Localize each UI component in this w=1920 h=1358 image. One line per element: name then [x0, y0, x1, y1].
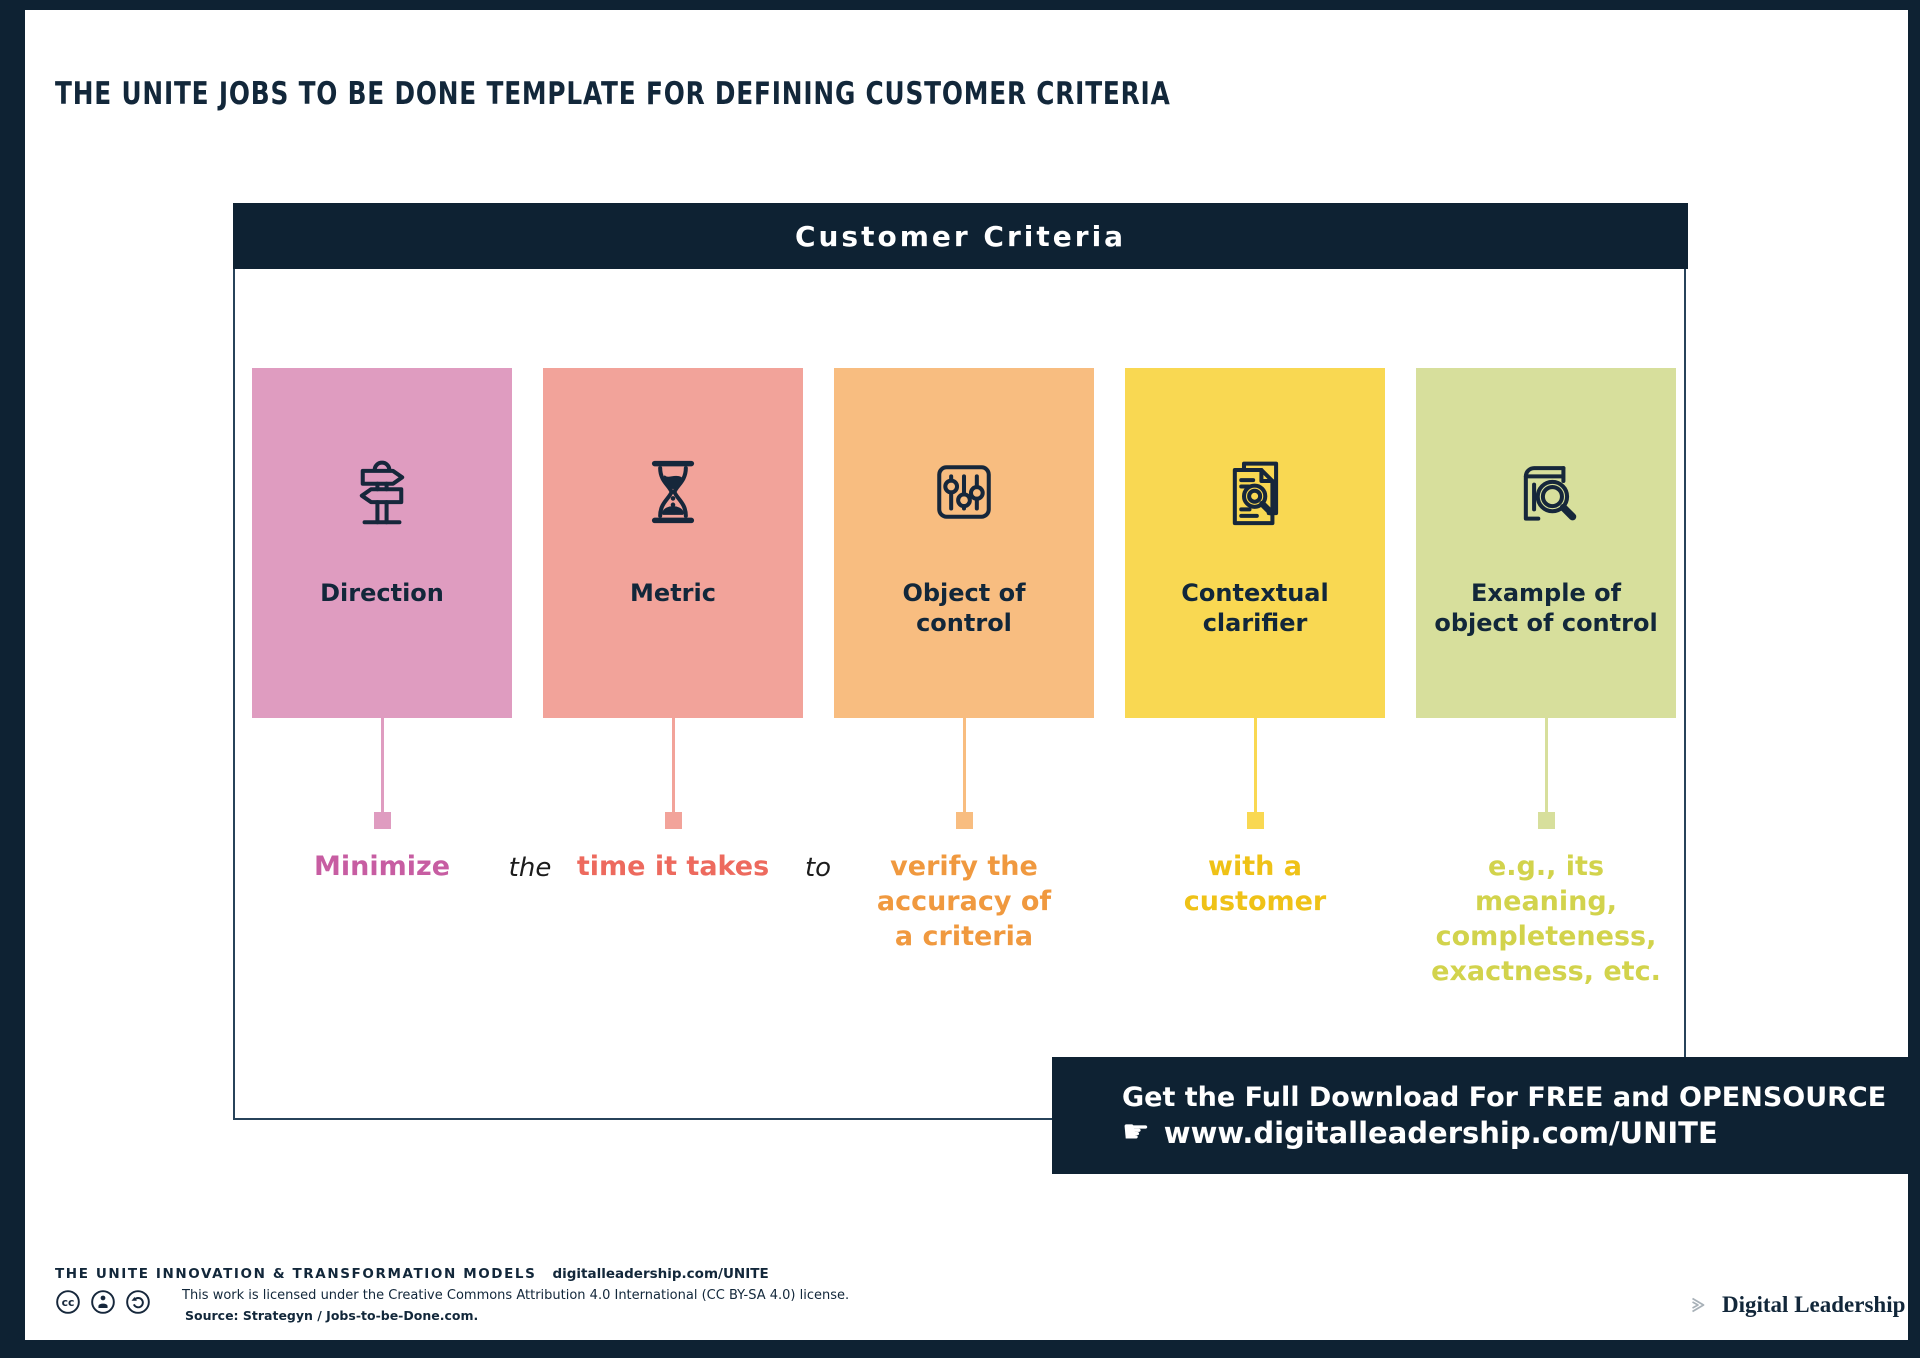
connector-square: [956, 812, 973, 829]
cta-headline: Get the Full Download For FREE and OPENS…: [1122, 1081, 1887, 1113]
brand-name: Digital Leadership: [1722, 1292, 1906, 1317]
card-label: Direction: [320, 579, 444, 607]
page-title: THE UNITE JOBS TO BE DONE TEMPLATE FOR D…: [55, 76, 1171, 112]
pointing-hand-icon: ☛: [1122, 1114, 1150, 1150]
connector-square: [1247, 812, 1264, 829]
fragment-object-of-control: verify the accuracy of a criteria: [876, 851, 1052, 953]
footer-unite-link[interactable]: digitalleadership.com/UNITE: [552, 1266, 769, 1282]
card-contextual-clarifier: Contextual clarifier: [1125, 368, 1385, 718]
panel-header-label: Customer Criteria: [794, 219, 1127, 253]
connector-line: [672, 718, 675, 814]
card-metric: Metric: [543, 368, 803, 718]
cta-link[interactable]: www.digitalleadership.com/UNITE: [1163, 1115, 1718, 1150]
cc-icon: cc: [56, 1290, 80, 1314]
cc-sa-icon: [126, 1290, 150, 1314]
connector-line: [963, 718, 966, 814]
cc-by-person-icon: [91, 1290, 115, 1314]
chevron-logo-icon: [1692, 1297, 1705, 1313]
cta-banner: Get the Full Download For FREE and OPENS…: [1052, 1057, 1908, 1174]
connector-square: [374, 812, 391, 829]
panel-header: Customer Criteria: [233, 203, 1688, 269]
document-search-icon: [1232, 461, 1279, 526]
cc-license-icons: cc: [55, 1289, 151, 1315]
connector-word-to: to: [804, 853, 832, 883]
connector-square: [1538, 812, 1555, 829]
footer-heading: THE UNITE INNOVATION & TRANSFORMATION MO…: [55, 1266, 769, 1282]
book-search-icon: [1523, 466, 1577, 521]
card-label: Object of control: [902, 579, 1026, 637]
card-label: Example of object of control: [1434, 579, 1658, 637]
card-label: Contextual clarifier: [1181, 579, 1329, 637]
source-text: Source: Strategyn / Jobs-to-be-Done.com.: [185, 1308, 479, 1323]
fragment-metric: time it takes: [576, 851, 770, 882]
footer-models-title: THE UNITE INNOVATION & TRANSFORMATION MO…: [55, 1266, 537, 1282]
brand-logo: Digital Leadership: [1688, 1292, 1905, 1318]
license-text: This work is licensed under the Creative…: [182, 1288, 850, 1303]
card-example-object-of-control: Example of object of control: [1416, 368, 1676, 718]
sliders-icon: [937, 465, 991, 519]
fragment-contextual-clarifier: with a customer: [1183, 851, 1327, 918]
svg-text:cc: cc: [62, 1296, 75, 1309]
connector-line: [1545, 718, 1548, 814]
card-label: Metric: [630, 579, 716, 607]
fragment-direction: Minimize: [313, 851, 450, 882]
card-object-of-control: Object of control: [834, 368, 1094, 718]
connector-word-the: the: [508, 853, 552, 883]
connector-line: [381, 718, 384, 814]
connector-square: [665, 812, 682, 829]
connector-line: [1254, 718, 1257, 814]
card-direction: Direction: [252, 368, 512, 718]
hourglass-icon: [651, 460, 695, 524]
signpost-icon: [359, 460, 405, 525]
fragment-example: e.g., its meaning, completeness, exactne…: [1431, 851, 1661, 988]
